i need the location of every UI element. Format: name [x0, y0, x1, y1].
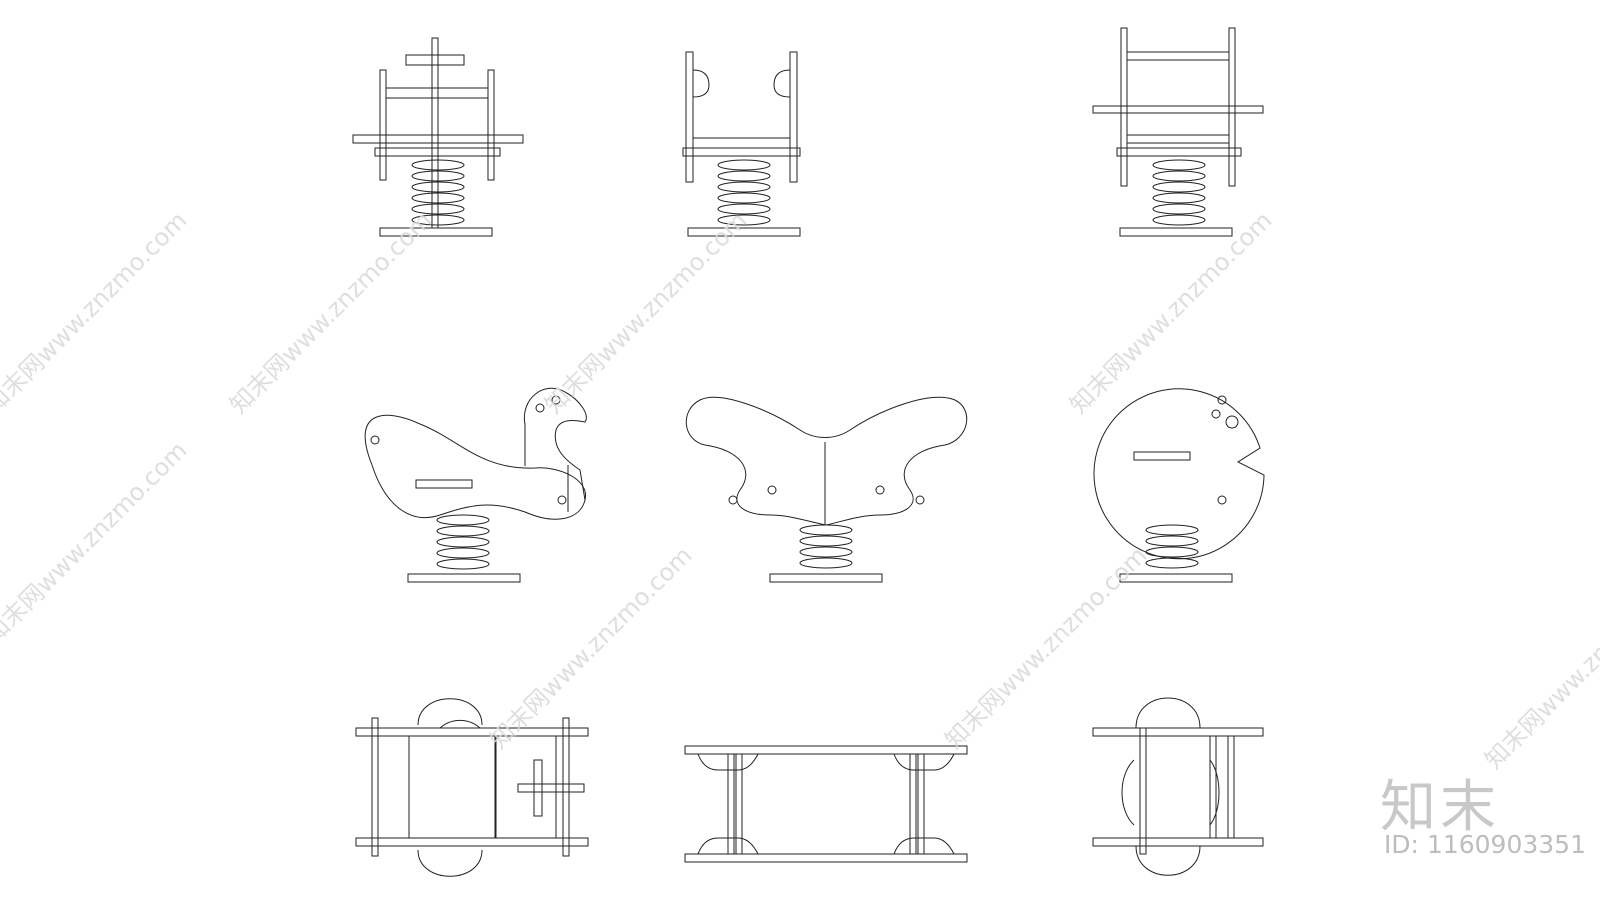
- spring-rider-side-view-butterfly: [686, 397, 966, 582]
- spring-rider-plan-view-1: [356, 699, 588, 877]
- spring-rider-plan-view-2: [685, 746, 967, 862]
- spring-rider-side-view-ball: [1094, 389, 1264, 582]
- spring-rider-front-view-3: [1093, 28, 1263, 236]
- spring-coil: [412, 160, 464, 225]
- image-id-label: ID: 1160903351: [1383, 830, 1586, 859]
- spring-rider-side-view-horse: [365, 388, 586, 582]
- spring-coil: [1153, 160, 1205, 225]
- spring-coil: [718, 160, 770, 225]
- spring-coil: [800, 525, 852, 568]
- spring-coil: [1146, 525, 1198, 568]
- brand-logo: 知末: [1380, 775, 1500, 840]
- spring-rider-front-view-1: [353, 38, 523, 236]
- spring-coil: [437, 515, 489, 569]
- spring-rider-front-view-2: [683, 52, 800, 236]
- spring-rider-plan-view-3: [1093, 698, 1263, 875]
